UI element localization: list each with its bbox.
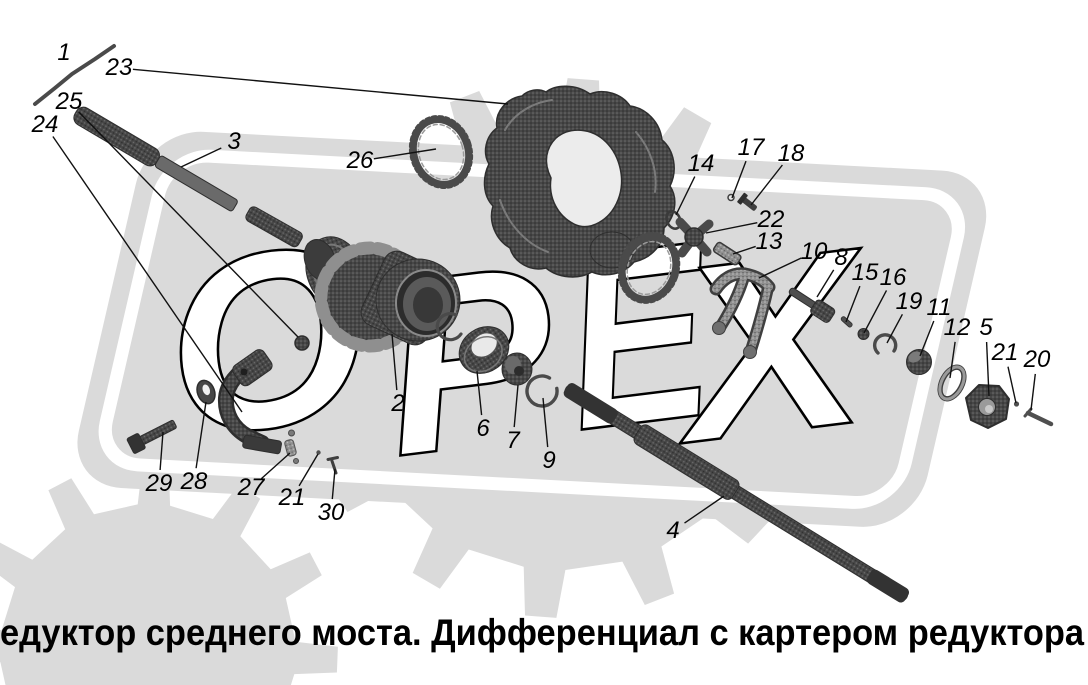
part-7-washer [501,352,533,386]
part-18-screw [737,192,757,211]
callout-label: 29 [145,470,173,497]
part-21-pin-left [316,450,321,455]
leader-line [985,341,990,397]
leader-line [331,468,336,500]
leader-line [298,453,319,487]
leader-line [1030,373,1036,411]
part-26-lock-ring [408,115,474,189]
leader-line [705,222,758,234]
leader-line [513,384,519,428]
callout-label: 23 [105,54,133,81]
callout-label: 18 [777,140,805,167]
callout-label: 27 [237,474,265,501]
leader-line [949,341,956,379]
callout-label: 5 [979,314,993,341]
leader-line [758,257,802,279]
leader-line [732,245,756,255]
part-11-nut [906,349,932,375]
callout-label: 7 [506,427,520,454]
part-3-shaft [73,106,303,248]
leader-line [195,401,207,469]
leader-line [684,495,725,524]
callout-label: 3 [227,128,241,155]
callout-label: 17 [737,134,765,161]
callout-label: 6 [476,415,490,442]
callout-label: 4 [666,517,680,544]
callout-label: 1 [57,39,71,66]
part-1-rod [33,44,116,106]
callout-label: 24 [31,111,59,138]
callout-label: 12 [943,314,971,341]
part-9-lock-ring [525,374,559,408]
leader-line [78,111,299,338]
part-16-ball [857,328,870,340]
callout-label: 28 [180,468,208,495]
part-28-ring [196,379,216,405]
callout-label: 21 [991,339,1019,366]
detent-ball-25 [294,335,310,351]
callout-label: 19 [895,288,923,315]
leader-line [731,160,747,199]
part-20-pin [1023,407,1054,427]
gear-watermark-small [0,462,338,685]
leader-line [863,290,888,334]
leader-line [675,176,696,216]
callout-label: 30 [317,499,345,526]
shift-lever [217,349,282,455]
leader-line [750,164,783,206]
part-12-gasket [937,364,967,402]
toothed-lock-ring-2 [617,232,681,304]
callout-label: 20 [1023,346,1051,373]
callout-label: 13 [755,228,783,255]
leader-line [159,431,164,471]
part-5-nut [965,384,1010,429]
diagram-caption: Редуктор среднего моста. Дифференциал с … [0,612,1085,653]
leader-line [919,320,935,357]
part-21-pin-right [1013,401,1020,407]
leader-lines [52,68,1036,524]
leader-line [52,136,243,413]
callout-label: 8 [834,244,848,271]
leader-line [260,452,291,480]
part-27-bits [284,429,299,464]
callout-label: 15 [851,259,879,286]
part-29-bolt [126,419,177,454]
callout-label: 22 [757,206,785,233]
part-8-bolt [788,287,836,323]
leader-line [180,147,222,168]
part-4-shaft [563,383,910,603]
leader-line [816,269,835,298]
callout-label: 9 [542,447,556,474]
parts-layer [33,44,1054,603]
part-22-spider [675,217,714,258]
part-13-roller [712,241,742,266]
callout-label: 16 [879,264,907,291]
snap-ring [435,312,463,342]
part-10-fork [709,267,776,359]
callout-label: 26 [346,147,374,174]
leader-line [845,285,861,323]
part-23-housing [483,85,676,278]
callout-label: 21 [278,484,306,511]
leader-line [1007,366,1017,404]
part-14-ring [665,210,682,230]
callout-label: 10 [800,238,828,265]
callout-label: 25 [55,88,83,115]
watermark-plate [77,131,987,527]
callout-label: 2 [391,390,405,417]
part-6-bearing [458,326,510,374]
leader-line [542,397,549,448]
leader-line [373,148,437,160]
part-19-circlip [872,333,898,355]
callout-label: 11 [926,294,952,321]
leader-line [132,68,509,105]
leader-line [476,370,483,416]
callout-label: 14 [687,150,715,177]
leader-line [886,313,904,344]
leader-line [391,333,398,391]
